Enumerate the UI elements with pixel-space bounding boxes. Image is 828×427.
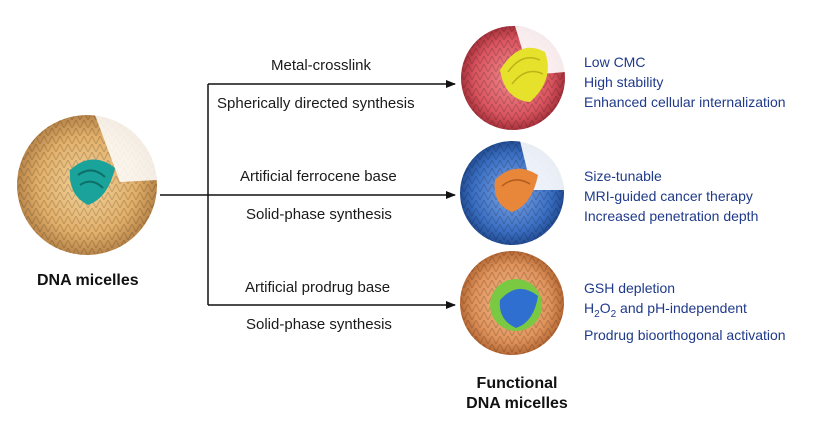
route-3-line2: Solid-phase synthesis (246, 316, 392, 333)
feature-item: Low CMC (584, 54, 646, 70)
source-title: DNA micelles (37, 272, 139, 289)
feature-item: GSH depletion (584, 280, 676, 296)
result-title: Functional DNA micelles (462, 374, 572, 414)
result-micelle-3-graphic (460, 251, 564, 355)
feature-item: High stability (584, 74, 664, 90)
result-title-line2: DNA micelles (466, 395, 568, 412)
connector (160, 84, 209, 305)
route-1-line1: Metal-crosslink (271, 57, 372, 74)
h2o2-rest: and pH-independent (616, 300, 747, 316)
feature-item-h2o2: H2O2 and pH-independent (584, 298, 786, 325)
result-micelle-1-graphic (461, 26, 565, 130)
source-micelle-graphic (17, 115, 157, 255)
feature-item: Size-tunable (584, 168, 662, 184)
h2o2-o: O (599, 300, 611, 316)
result-title-line1: Functional (476, 375, 558, 392)
route-2-line1: Artificial ferrocene base (240, 168, 397, 185)
h2o2-sub2: 2 (610, 308, 617, 320)
feature-item: Prodrug bioorthogonal activation (584, 326, 786, 343)
feature-item: Enhanced cellular internalization (584, 94, 786, 110)
result-micelle-2-graphic (460, 141, 564, 245)
route-2-line2: Solid-phase synthesis (246, 206, 392, 223)
route-3-line1: Artificial prodrug base (245, 279, 391, 296)
features-2: Size-tunable MRI-guided cancer therapy I… (584, 166, 758, 226)
feature-item: Increased penetration depth (584, 208, 759, 224)
route-1-line2: Spherically directed synthesis (217, 95, 415, 112)
feature-item: MRI-guided cancer therapy (584, 188, 753, 204)
features-3: GSH depletion H2O2 and pH-independent Pr… (584, 278, 786, 345)
features-1: Low CMC High stability Enhanced cellular… (584, 52, 786, 112)
h2o2-sub1: 2 (594, 308, 600, 320)
h2o2-h: H (584, 300, 595, 316)
